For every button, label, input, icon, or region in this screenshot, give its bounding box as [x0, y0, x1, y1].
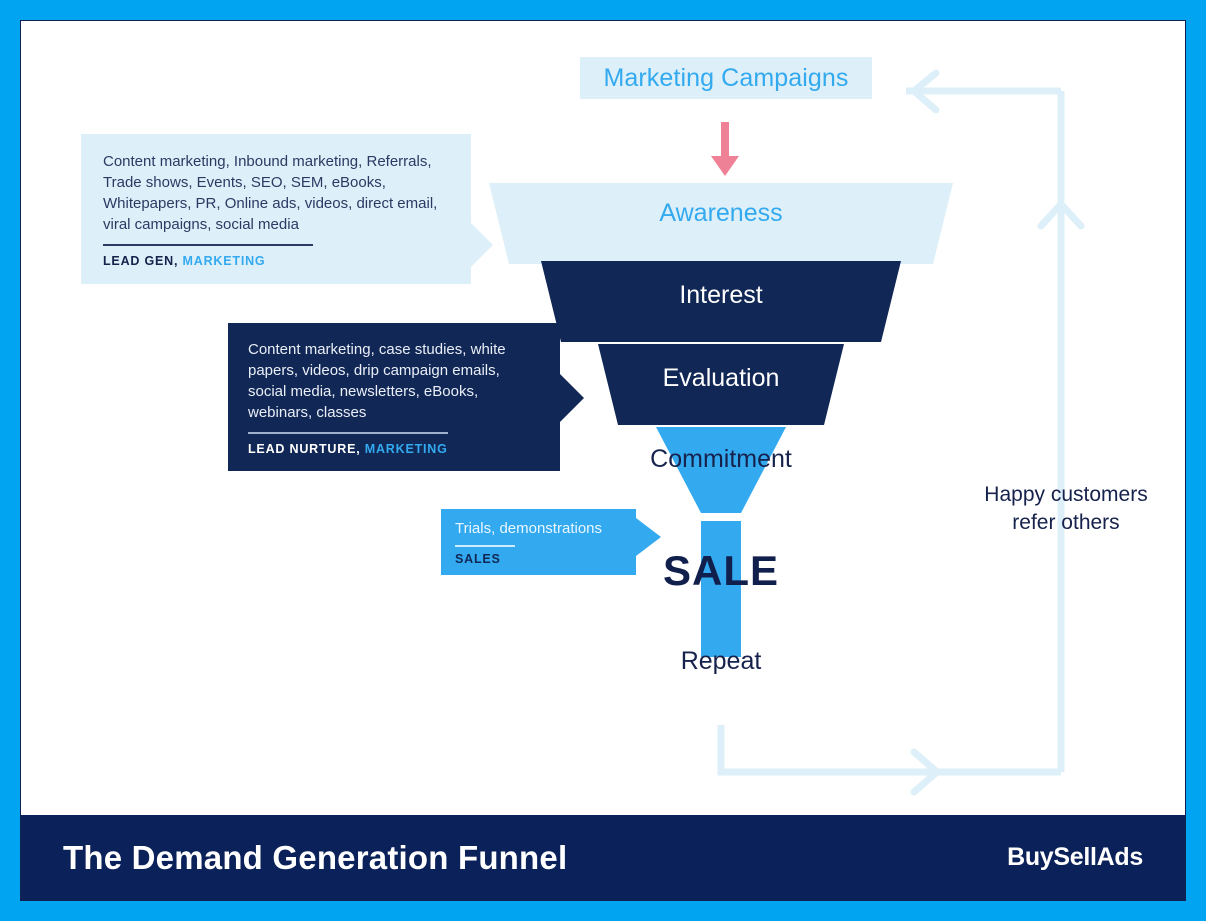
marketing-campaigns-label: Marketing Campaigns: [603, 63, 849, 92]
callout-lead-nurture: Content marketing, case studies, white p…: [228, 323, 560, 471]
arrow-down-icon: [711, 122, 739, 176]
tag-secondary: MARKETING: [364, 442, 448, 456]
referral-loop: [717, 69, 1085, 796]
infographic-inner-frame: Marketing Campaigns Awareness Interest E…: [20, 20, 1186, 901]
referral-caption-line2: refer others: [1012, 511, 1120, 534]
referral-caption: Happy customers refer others: [951, 481, 1181, 537]
callout-divider: [103, 244, 313, 246]
marketing-campaigns-chip: Marketing Campaigns: [580, 57, 872, 99]
funnel-label-awareness: Awareness: [659, 199, 783, 227]
funnel-label-evaluation: Evaluation: [662, 364, 780, 392]
arrow-right-icon: [910, 748, 941, 796]
callout-sales-tags: SALES: [455, 552, 624, 566]
brand-logo: BuySellAds: [1007, 843, 1143, 871]
callout-pointer-sales: [636, 518, 661, 556]
callout-lead-nurture-tags: LEAD NURTURE, MARKETING: [248, 442, 542, 456]
funnel-label-interest: Interest: [679, 281, 763, 309]
tag-primary: LEAD NURTURE,: [248, 442, 361, 456]
tag-primary: LEAD GEN,: [103, 254, 179, 268]
arrow-up-icon: [1037, 200, 1085, 230]
callout-divider: [455, 545, 515, 547]
callout-divider: [248, 432, 448, 434]
callout-pointer-lead-nurture: [560, 374, 584, 422]
funnel-label-repeat: Repeat: [680, 647, 762, 675]
callout-lead-gen-tags: LEAD GEN, MARKETING: [103, 254, 451, 268]
referral-caption-line1: Happy customers: [984, 483, 1148, 506]
funnel-label-commitment: Commitment: [650, 445, 792, 473]
loop-path-bottom: [717, 725, 1061, 776]
tag-primary: SALES: [455, 552, 501, 566]
callout-lead-gen-body: Content marketing, Inbound marketing, Re…: [103, 153, 438, 233]
arrow-left-icon: [910, 69, 940, 114]
callout-sales-body: Trials, demonstrations: [455, 520, 602, 537]
page-title: The Demand Generation Funnel: [63, 838, 568, 876]
tag-secondary: MARKETING: [182, 254, 266, 268]
callout-sales: Trials, demonstrations SALES: [441, 509, 636, 575]
footer-bar: The Demand Generation Funnel BuySellAds: [21, 815, 1185, 900]
callout-lead-nurture-body: Content marketing, case studies, white p…: [248, 341, 506, 421]
callout-lead-gen: Content marketing, Inbound marketing, Re…: [81, 134, 471, 284]
funnel-label-sale: SALE: [662, 547, 779, 594]
callout-pointer-lead-gen: [471, 223, 493, 267]
